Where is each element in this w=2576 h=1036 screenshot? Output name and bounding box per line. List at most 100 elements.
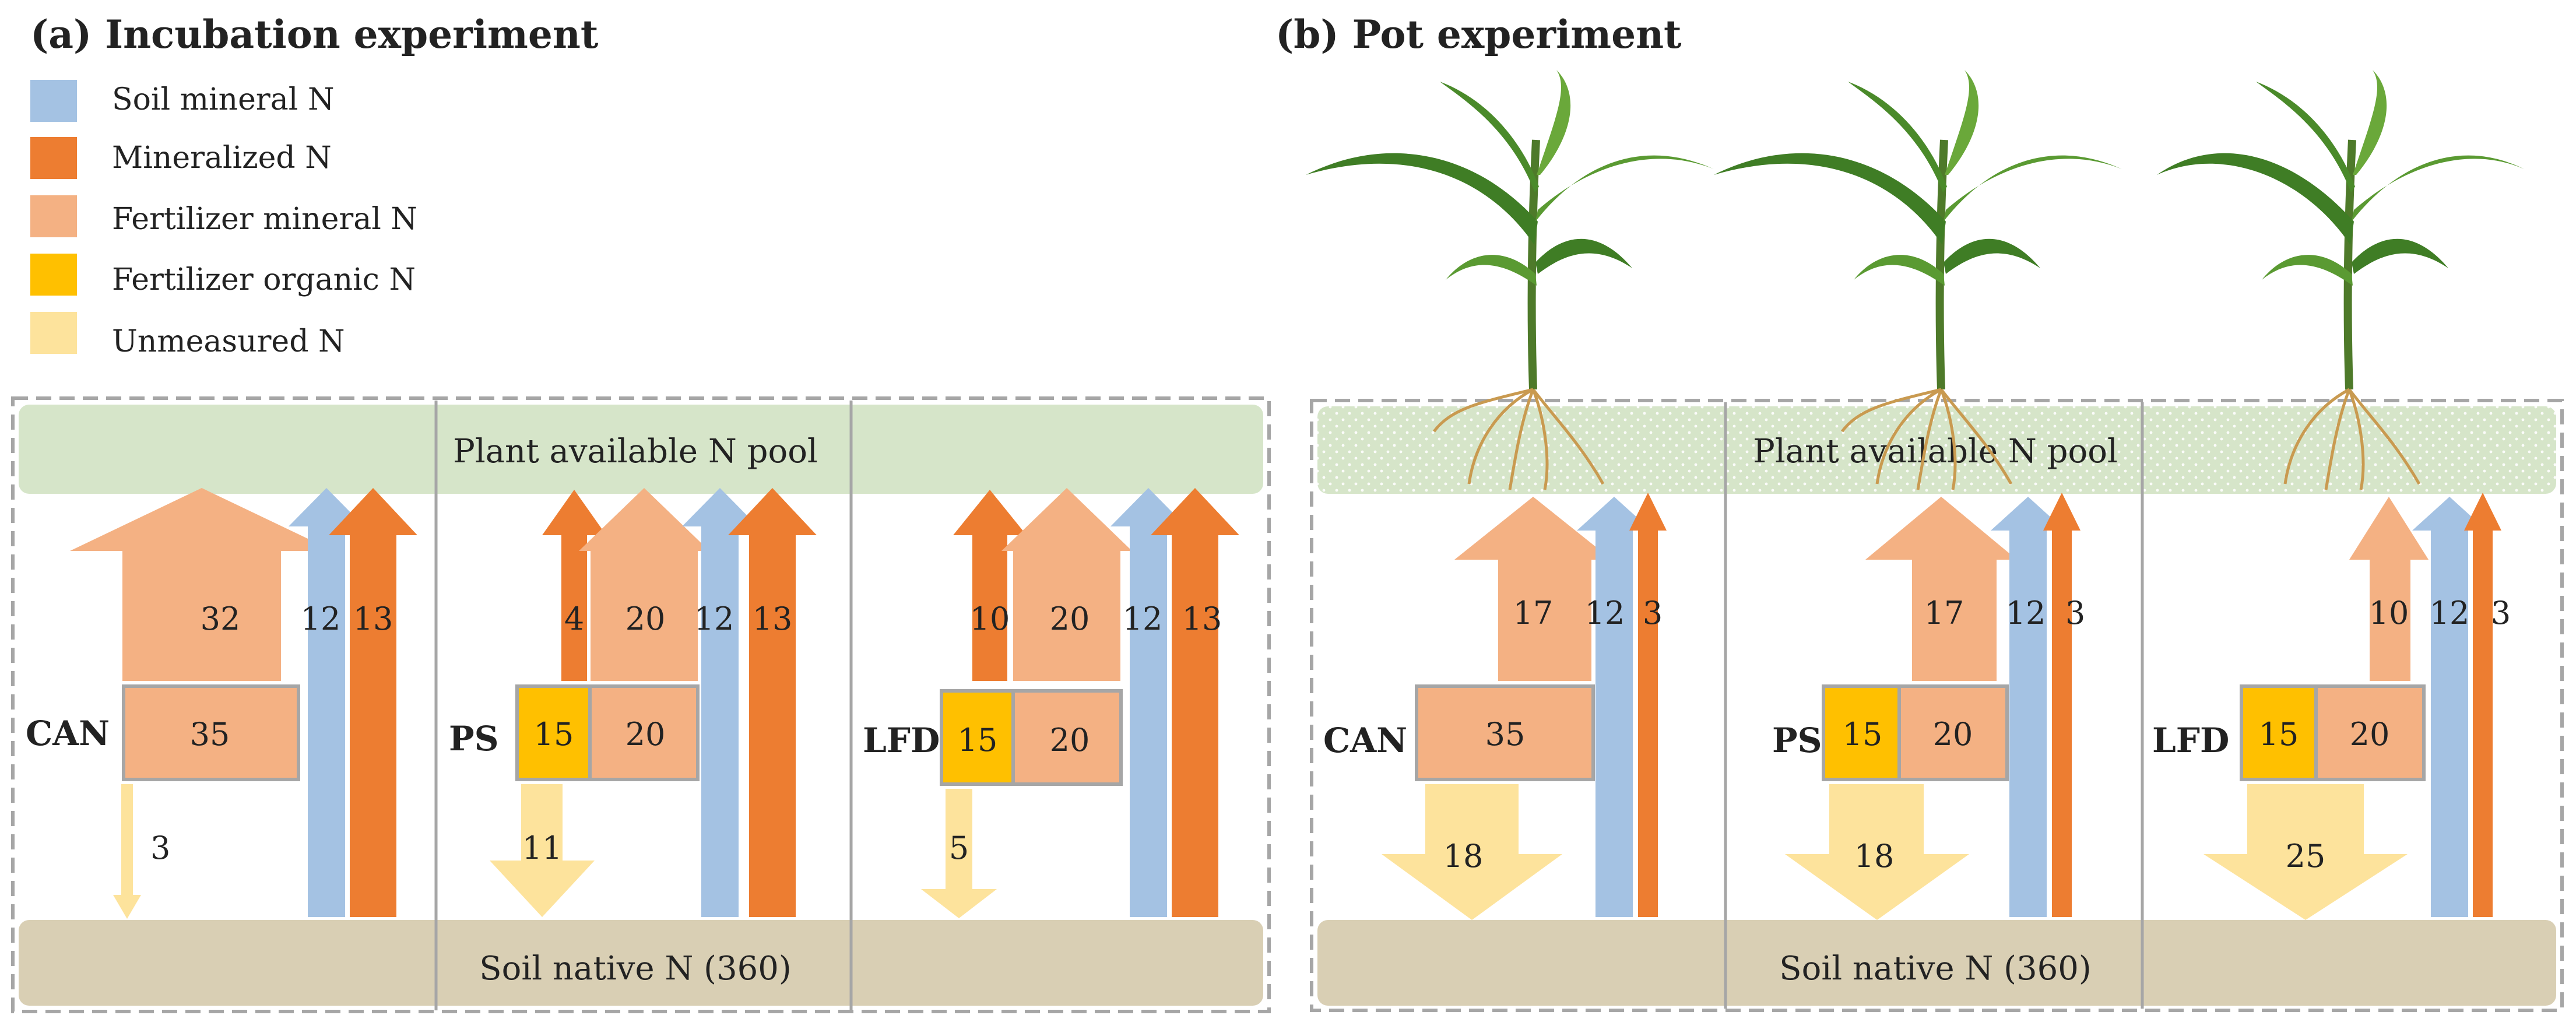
label-mineralized-side: 4 [564,600,584,637]
label-fert-organic-box: 15 [2259,716,2299,753]
maize-plant-illustration [1714,70,2122,490]
fert-mineral-box [1415,684,1595,781]
label-mineralized-up: 3 [1643,595,1663,631]
unmeasured-arrow-down [113,784,141,919]
panel-b: Plant available N pool Soil native N (36… [1306,70,2564,1012]
unmeasured-arrow-down [490,784,595,917]
label-fert-organic-box: 15 [1843,716,1883,753]
soil-mineral-arrow-up [1110,488,1186,917]
label-mineralized-up: 13 [1182,600,1222,637]
label-unmeasured-down: 11 [522,830,563,866]
label-fert-organic-box: 15 [534,716,574,753]
label-mineralized-side: 10 [970,600,1010,637]
panel-a: Plant available N pool Soil native N (36… [11,396,1271,1013]
legend-swatch-soil-mineral [30,80,77,122]
fert-mineral-box [1011,689,1123,786]
soil-mineral-arrow-up [2412,497,2487,917]
label-mineralized-up: 3 [2065,595,2085,631]
treatment-label-ps: PS [449,719,499,758]
label-unmeasured-down: 18 [1443,838,1484,875]
panel-b-pool-bottom-label: Soil native N (360) [1779,950,2092,988]
fert-mineral-arrow-up [70,488,333,681]
soil-mineral-arrow-up [1577,497,1651,917]
unmeasured-arrow-down [921,789,997,918]
legend-label-unmeasured: Unmeasured N [112,324,345,359]
mineralized-arrow-side [953,490,1027,681]
fert-organic-box [515,684,592,781]
mineralized-arrow-up [728,488,817,917]
label-soil-mineral-up: 12 [1585,595,1625,631]
treatment-label-can: CAN [1323,721,1407,760]
panel-b-pool-bottom [1317,920,2556,1006]
legend-swatch-fert-mineral [30,195,77,237]
legend-swatch-unmeasured [30,312,77,354]
mineralized-arrow-up [1629,493,1667,917]
panel-b-pool-top-label: Plant available N pool [1753,433,2118,470]
mineralized-arrow-up [2043,493,2081,917]
panel-b-ps: 17 12 3 15 20 18 PS [1772,493,2085,920]
fert-mineral-arrow-up [579,488,709,681]
legend-swatch-fert-organic [30,254,77,296]
panel-b-title: (b) Pot experiment [1275,12,1682,57]
label-mineralized-up: 3 [2491,595,2511,631]
label-mineralized-up: 13 [353,600,393,637]
label-fert-mineral-up: 17 [1513,595,1554,631]
label-fert-mineral-box: 20 [2350,716,2390,753]
label-fert-organic-box: 15 [958,722,998,758]
panel-b-lfd: 10 12 3 15 20 25 LFD [2152,493,2511,920]
label-unmeasured-down: 5 [949,830,969,866]
label-unmeasured-down: 18 [1854,838,1895,875]
legend-label-fert-mineral: Fertilizer mineral N [112,202,417,237]
label-unmeasured-down: 3 [150,830,170,866]
label-fert-mineral-up: 17 [1924,595,1964,631]
label-fert-mineral-box: 20 [625,716,666,753]
treatment-label-lfd: LFD [2152,721,2229,760]
legend-label-mineralized: Mineralized N [112,141,332,175]
label-soil-mineral-up: 12 [2430,595,2470,631]
fert-mineral-box [122,684,300,781]
label-unmeasured-down: 25 [2286,838,2326,875]
fert-mineral-box [588,684,700,781]
label-fert-mineral-box: 35 [1485,716,1526,753]
legend: Soil mineral N Mineralized N Fertilizer … [30,80,417,359]
panel-a-lfd: 10 20 12 13 15 20 5 LFD [863,488,1239,918]
maize-plant-illustration [2157,70,2524,490]
panel-a-pool-top [19,405,1263,494]
unmeasured-arrow-down [2204,784,2408,920]
label-fert-mineral-up: 20 [1050,600,1090,637]
label-fert-mineral-up: 32 [201,600,241,637]
label-fert-mineral-box: 20 [1050,722,1090,758]
label-soil-mineral-up: 12 [2006,595,2046,631]
unmeasured-arrow-down [1785,784,1969,920]
fert-mineral-arrow-up [1865,497,2017,681]
legend-swatch-mineralized [30,137,77,179]
mineralized-arrow-side [542,490,606,681]
mineralized-arrow-up [329,488,417,917]
soil-mineral-arrow-up [1991,497,2065,917]
fert-organic-box [2240,684,2318,781]
label-soil-mineral-up: 12 [694,600,735,637]
label-soil-mineral-up: 12 [301,600,341,637]
soil-mineral-arrow-up [682,488,758,917]
legend-label-fert-organic: Fertilizer organic N [112,262,416,297]
fert-organic-box [1822,684,1901,781]
fert-mineral-box [2314,684,2426,781]
panel-b-frame [1310,399,2564,1012]
soil-mineral-arrow-up [289,488,364,917]
mineralized-arrow-up [1151,488,1239,917]
label-fert-mineral-box: 20 [1933,716,1973,753]
treatment-label-lfd: LFD [863,721,940,760]
panel-a-can: 32 12 13 35 3 CAN [26,488,417,919]
mineralized-arrow-up [2464,493,2501,917]
label-fert-mineral-box: 35 [190,716,230,753]
panel-a-pool-bottom-label: Soil native N (360) [479,950,792,988]
treatment-label-can: CAN [26,714,110,753]
fert-mineral-box [1897,684,2009,781]
label-fert-mineral-up: 20 [625,600,666,637]
fert-mineral-arrow-up [2349,497,2429,681]
label-soil-mineral-up: 12 [1123,600,1163,637]
label-fert-mineral-up: 10 [2369,595,2409,631]
unmeasured-arrow-down [1382,784,1562,920]
panel-a-pool-bottom [19,920,1263,1006]
